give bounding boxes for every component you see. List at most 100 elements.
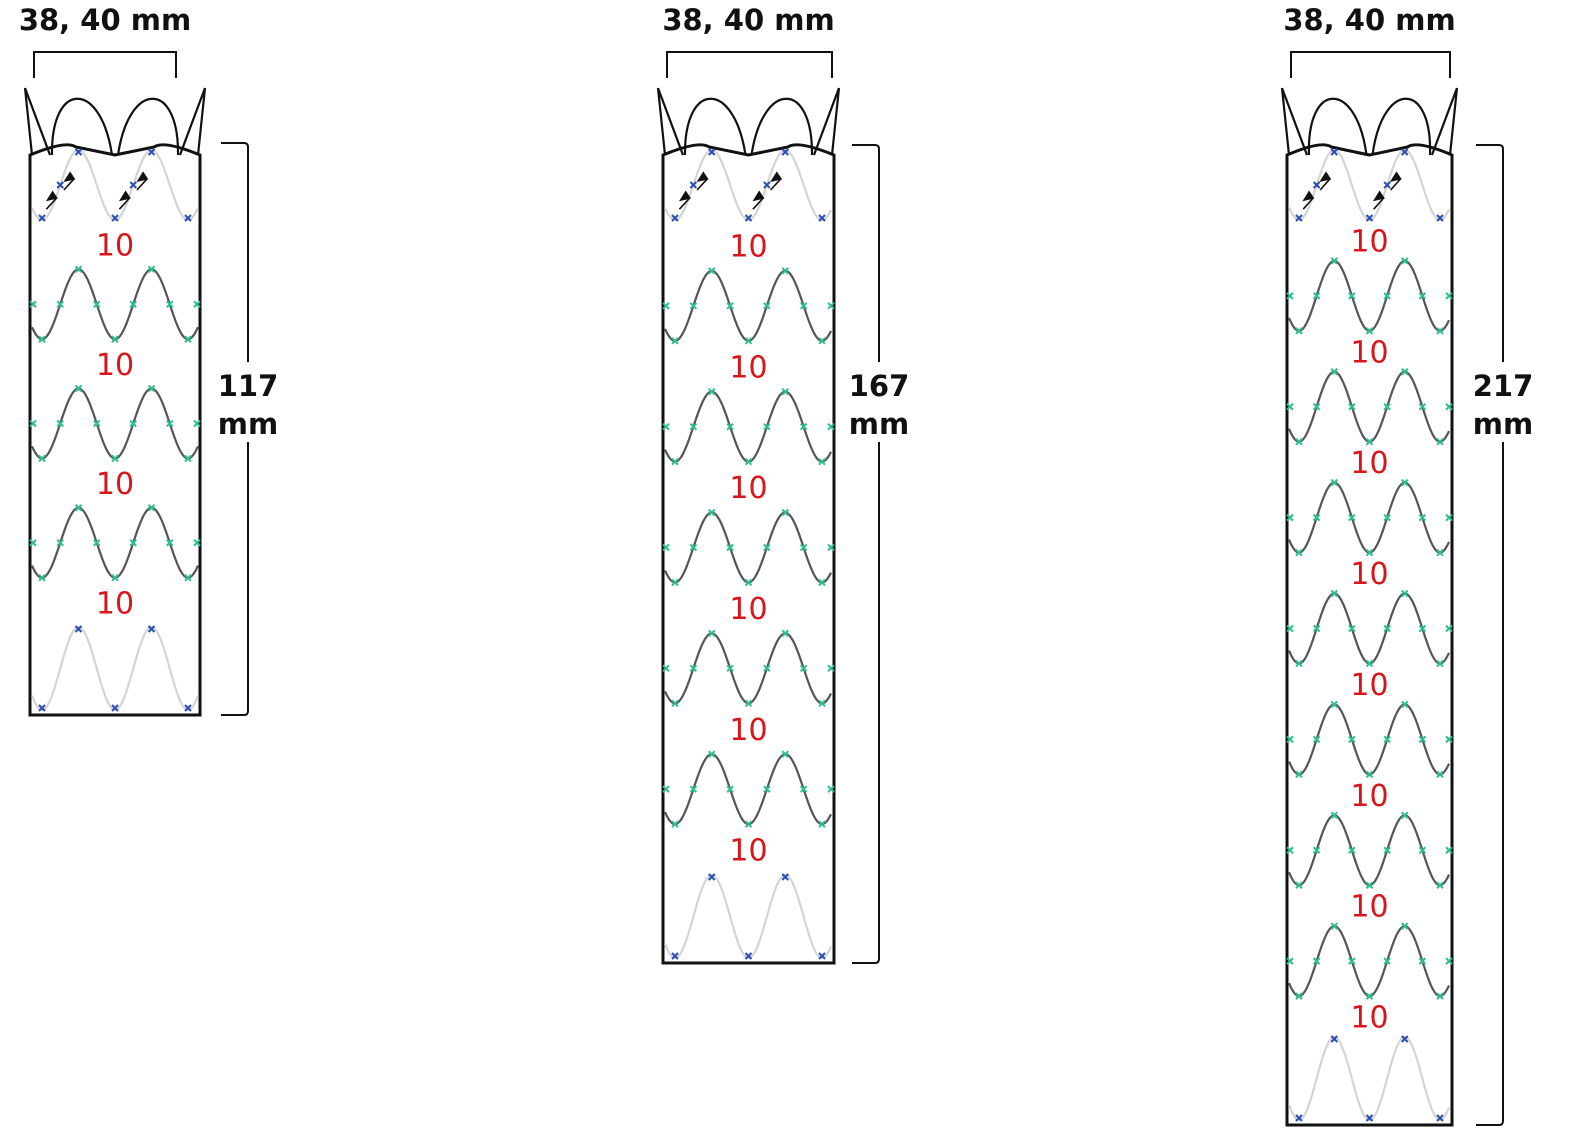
suture-marker — [1436, 992, 1444, 1000]
suture-marker — [763, 302, 771, 310]
suture-marker — [1445, 292, 1453, 300]
suture-marker — [818, 578, 826, 587]
suture-marker — [1330, 700, 1338, 709]
crown-arches — [50, 97, 180, 156]
barb-arrow-icon — [1389, 171, 1402, 191]
suture-marker — [129, 300, 137, 308]
suture-marker — [1365, 659, 1374, 668]
suture-marker — [818, 699, 826, 708]
suture-marker — [29, 300, 37, 308]
suture-marker — [1295, 438, 1303, 446]
width-label: 38, 40 mm — [1283, 3, 1455, 37]
ring-wire — [663, 873, 833, 960]
radiopaque-marker — [1365, 214, 1374, 222]
ring-gap-label: 10 — [729, 229, 767, 264]
width-bracket — [1290, 51, 1451, 78]
barb-arrow-icon — [696, 171, 709, 191]
suture-marker — [147, 265, 156, 273]
suture-marker — [1286, 292, 1294, 300]
suture-marker — [1436, 659, 1444, 668]
graft-body — [661, 143, 836, 965]
suture-marker — [147, 384, 156, 393]
suture-marker — [1365, 438, 1374, 446]
length-bracket — [221, 142, 249, 716]
radiopaque-marker — [818, 214, 826, 222]
length-unit: mm — [218, 407, 278, 441]
suture-marker — [1295, 992, 1303, 1000]
suture-marker — [193, 419, 201, 428]
suture-marker — [1445, 957, 1453, 965]
suture-marker — [818, 820, 826, 828]
stent-ring — [1286, 700, 1453, 779]
suture-marker — [662, 302, 670, 310]
width-bracket — [33, 51, 177, 78]
suture-marker — [1286, 735, 1294, 744]
length-value: 217 — [1473, 369, 1534, 403]
suture-marker — [193, 539, 201, 547]
suture-marker — [193, 300, 201, 308]
suture-marker — [726, 785, 734, 793]
suture-marker — [93, 419, 101, 428]
stent-ring — [1286, 368, 1453, 446]
suture-marker — [689, 422, 698, 431]
suture-marker — [74, 384, 83, 393]
suture-marker — [1445, 846, 1453, 854]
suture-marker — [708, 387, 716, 396]
length-value: 167 — [849, 369, 910, 403]
suture-marker — [166, 300, 174, 308]
radiopaque-marker — [671, 214, 679, 222]
suture-marker — [763, 785, 771, 793]
suture-marker — [1312, 403, 1321, 411]
suture-marker — [1401, 922, 1409, 930]
suture-marker — [827, 302, 835, 310]
radiopaque-marker — [781, 148, 789, 156]
stent-ring — [1286, 257, 1453, 335]
radiopaque-marker — [671, 952, 679, 960]
suture-marker — [689, 664, 698, 673]
suture-marker — [827, 785, 835, 793]
suture-marker — [1312, 513, 1321, 522]
suture-marker — [1436, 327, 1444, 335]
stent-ring — [29, 384, 201, 463]
ring-gap-label: 10 — [1350, 557, 1388, 592]
radiopaque-marker — [708, 873, 716, 881]
suture-marker — [818, 457, 826, 466]
radiopaque-marker — [56, 181, 64, 189]
barb-arrow-icon — [1372, 190, 1385, 210]
stent-ring — [1286, 922, 1453, 1000]
radiopaque-marker — [744, 214, 753, 222]
ring-wire — [1287, 1035, 1451, 1122]
suture-marker — [1348, 735, 1356, 744]
crown-spikes — [656, 87, 841, 156]
ring-wire — [664, 390, 832, 463]
stent-ring — [662, 508, 835, 587]
suture-marker — [1330, 257, 1338, 265]
suture-marker — [726, 664, 734, 673]
suture-marker — [781, 508, 789, 517]
suture-marker — [708, 267, 716, 275]
suture-marker — [744, 337, 753, 345]
suture-marker — [1401, 478, 1409, 487]
suture-marker — [1418, 403, 1427, 411]
suture-marker — [38, 574, 46, 582]
suture-marker — [1418, 735, 1427, 744]
suture-marker — [662, 664, 670, 673]
suture-marker — [184, 574, 192, 582]
suture-marker — [662, 422, 670, 431]
radiopaque-marker — [147, 148, 156, 156]
suture-marker — [1383, 403, 1391, 411]
ring-wire — [31, 148, 199, 222]
suture-marker — [781, 387, 789, 396]
suture-marker — [1418, 292, 1427, 300]
barb-arrow-icon — [1302, 190, 1315, 210]
width-label: 38, 40 mm — [662, 3, 834, 37]
stent-ring — [1286, 589, 1453, 668]
suture-marker — [1401, 589, 1409, 598]
suture-marker — [1418, 513, 1427, 522]
ring-gap-label: 10 — [1350, 779, 1388, 814]
radiopaque-marker — [1436, 214, 1444, 222]
suture-marker — [799, 664, 808, 673]
end-stent-ring — [664, 148, 832, 222]
